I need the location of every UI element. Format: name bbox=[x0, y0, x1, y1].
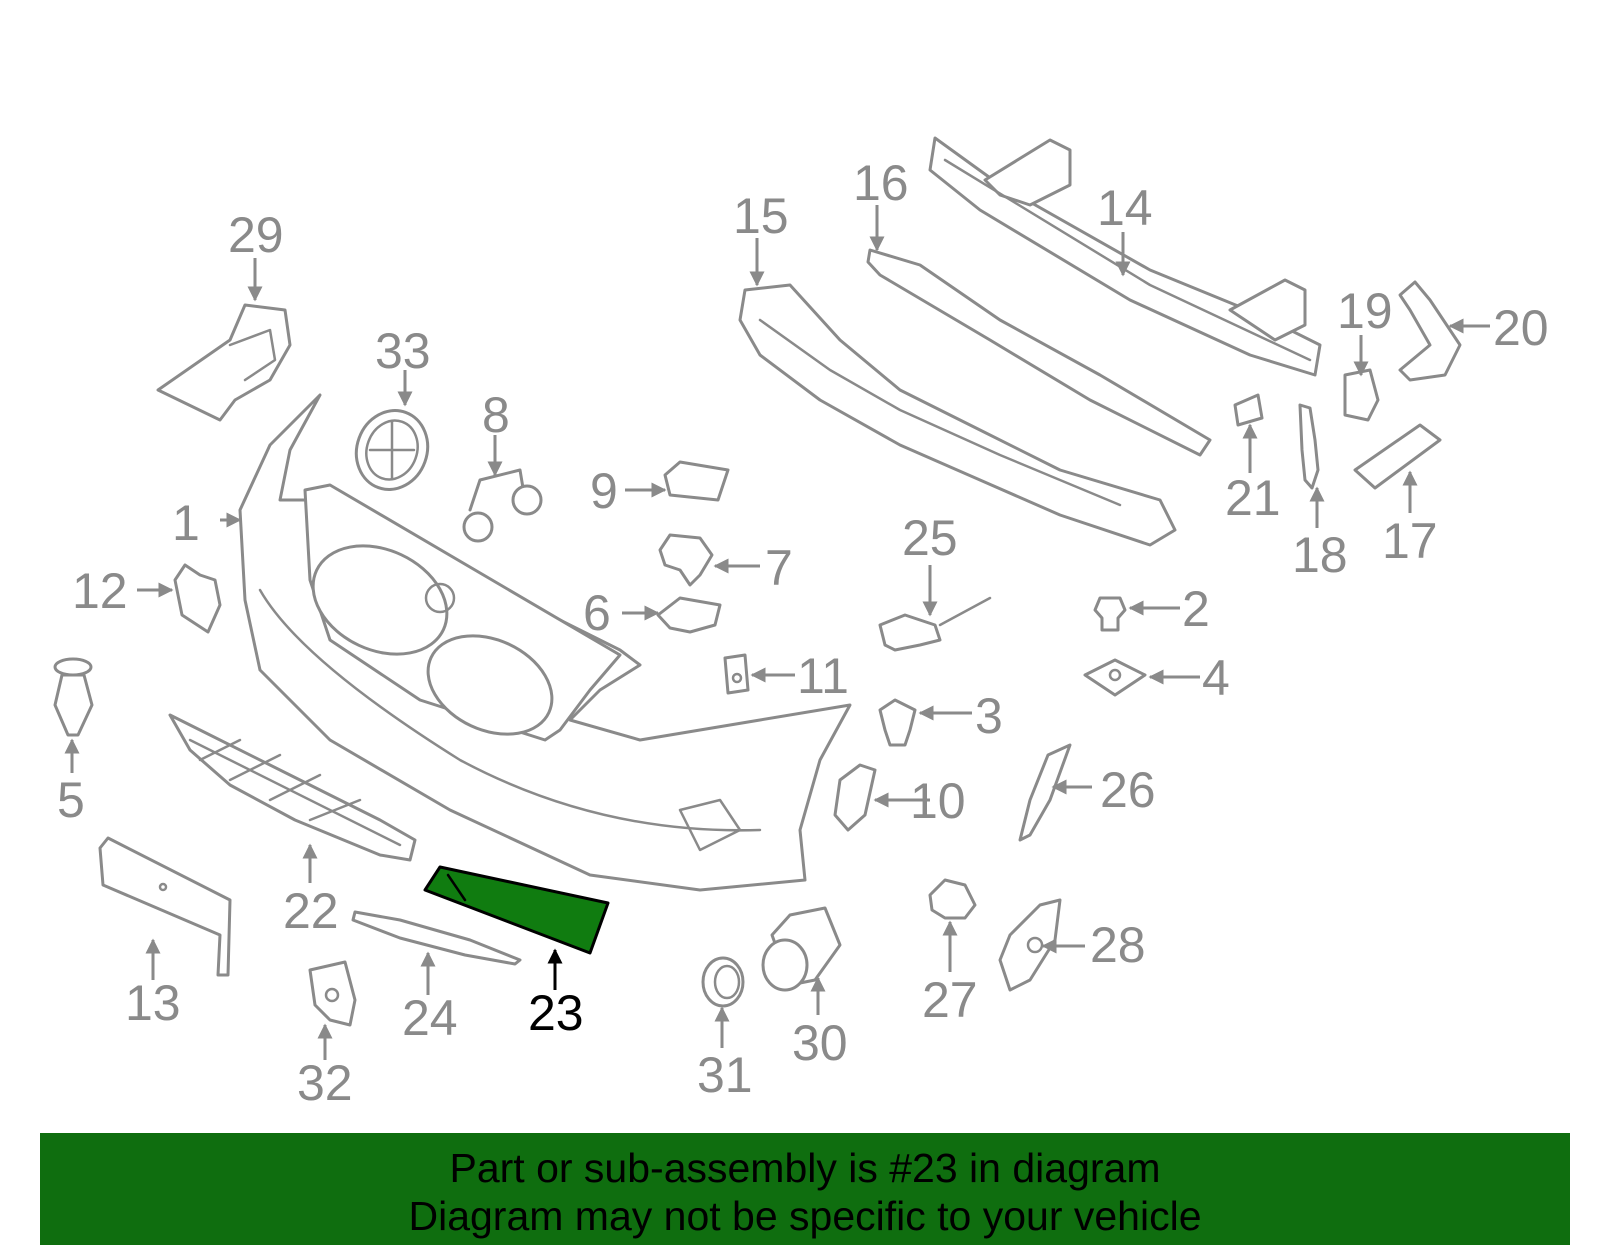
label-27: 27 bbox=[922, 972, 978, 1028]
label-14: 14 bbox=[1097, 180, 1153, 236]
label-19: 19 bbox=[1337, 283, 1393, 339]
part-2-bolt bbox=[1093, 596, 1127, 632]
part-16-absorber-strip bbox=[866, 248, 1212, 457]
part-3-grommet bbox=[878, 698, 917, 747]
part-8-washer-bracket bbox=[462, 468, 543, 543]
part-4-nut-plate bbox=[1083, 658, 1147, 697]
part-29-bracket bbox=[156, 303, 292, 422]
label-12: 12 bbox=[72, 563, 128, 619]
label-30: 30 bbox=[792, 1015, 848, 1071]
part-33-emblem bbox=[354, 409, 430, 491]
part-28-bracket bbox=[998, 898, 1062, 992]
part-24-trim-strip bbox=[351, 910, 522, 966]
part-32-bracket bbox=[308, 960, 357, 1027]
part-30-pdc-sensor bbox=[761, 906, 842, 992]
label-6: 6 bbox=[583, 585, 611, 641]
part-31-ring bbox=[701, 956, 745, 1008]
label-13: 13 bbox=[125, 975, 181, 1031]
label-9: 9 bbox=[590, 463, 618, 519]
label-24: 24 bbox=[402, 990, 458, 1046]
label-28: 28 bbox=[1090, 917, 1146, 973]
part-22-grille bbox=[168, 713, 417, 862]
part-17-foam-block bbox=[1353, 423, 1442, 490]
label-21: 21 bbox=[1225, 470, 1281, 526]
label-32: 32 bbox=[297, 1055, 353, 1111]
part-18-bracket bbox=[1298, 403, 1320, 490]
part-12-bracket bbox=[173, 563, 222, 634]
label-8: 8 bbox=[482, 387, 510, 443]
label-26: 26 bbox=[1100, 762, 1156, 818]
leader-arrows bbox=[64, 205, 1490, 1060]
label-5: 5 bbox=[57, 772, 85, 828]
label-17: 17 bbox=[1382, 513, 1438, 569]
banner-line-part: Part or sub-assembly is #23 in diagram bbox=[449, 1145, 1161, 1191]
part-13-plate-base bbox=[98, 836, 232, 977]
label-23: 23 bbox=[528, 985, 584, 1041]
banner-line-disclaimer: Diagram may not be specific to your vehi… bbox=[408, 1193, 1202, 1239]
label-4: 4 bbox=[1202, 650, 1230, 706]
label-3: 3 bbox=[975, 688, 1003, 744]
part-20-bracket bbox=[1398, 280, 1462, 382]
label-7: 7 bbox=[765, 540, 793, 596]
label-29: 29 bbox=[228, 207, 284, 263]
label-1: 1 bbox=[172, 495, 200, 551]
label-22: 22 bbox=[283, 883, 339, 939]
part-27-sensor-holder bbox=[928, 878, 977, 920]
part-7-bracket bbox=[658, 533, 714, 587]
label-20: 20 bbox=[1493, 300, 1549, 356]
label-18: 18 bbox=[1292, 527, 1348, 583]
label-31: 31 bbox=[697, 1047, 753, 1103]
part-15-impact-absorber bbox=[738, 283, 1177, 547]
label-16: 16 bbox=[853, 155, 909, 211]
part-21-bracket bbox=[1233, 393, 1264, 427]
part-25-sensor bbox=[878, 596, 992, 652]
info-banner: Part or sub-assembly is #23 in diagram D… bbox=[40, 1133, 1570, 1245]
part-labels: 29 33 8 9 1 7 6 12 11 25 2 4 3 5 10 26 2… bbox=[57, 155, 1549, 1111]
part-26-trim bbox=[1018, 743, 1072, 842]
part-14-reinforcement-beam bbox=[928, 136, 1322, 377]
part-9-cap bbox=[663, 460, 730, 502]
label-33: 33 bbox=[375, 323, 431, 379]
part-23-trim-highlighted bbox=[423, 865, 610, 955]
part-6-cover bbox=[656, 596, 722, 634]
part-11-clip bbox=[723, 653, 750, 695]
part-19-bracket bbox=[1343, 368, 1380, 422]
part-1-bumper-cover bbox=[238, 393, 852, 892]
label-25: 25 bbox=[902, 510, 958, 566]
part-10-clip bbox=[833, 763, 877, 832]
part-5-clip bbox=[53, 657, 94, 737]
label-10: 10 bbox=[910, 773, 966, 829]
label-15: 15 bbox=[733, 188, 789, 244]
label-2: 2 bbox=[1182, 581, 1210, 637]
label-11: 11 bbox=[797, 648, 849, 704]
